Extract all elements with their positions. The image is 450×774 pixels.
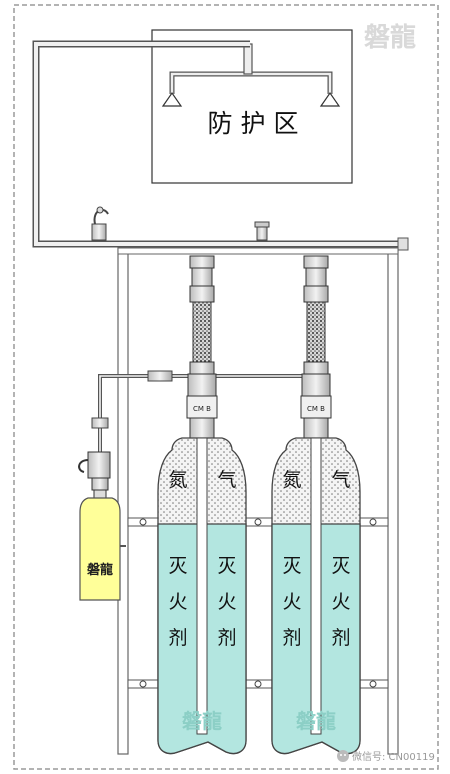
footer-credit-text: 微信号: CN00119 — [352, 750, 435, 763]
svg-text:CM B: CM B — [307, 405, 325, 413]
dip-tube-2 — [310, 437, 322, 735]
watermark-top: 磐龍 — [364, 22, 416, 53]
agent-label-1b-3: 剂 — [217, 627, 236, 649]
wechat-icon — [337, 750, 349, 762]
pilot-cylinder-label: 磐龍 — [87, 562, 113, 578]
flexible-hose-2 — [306, 301, 326, 363]
pressure-switch — [91, 206, 109, 241]
footer-credit: 微信号: CN00119 — [337, 750, 435, 763]
pilot-cylinder-body — [79, 497, 121, 601]
agent-label-2b-1: 灭 — [331, 555, 350, 577]
agent-label-1b-1: 灭 — [217, 555, 236, 577]
flexible-hose-1 — [192, 301, 212, 363]
agent-label-2a-1: 灭 — [282, 555, 301, 577]
pilot-cylinder-assembly: 磐龍 — [78, 451, 126, 601]
agent-label-1a-2: 火 — [168, 591, 187, 613]
nozzle-left — [161, 91, 183, 107]
agent-label-1a-3: 剂 — [168, 627, 187, 649]
cylinder-watermark-2: 磐龍 — [296, 709, 336, 733]
cylinder-watermark-1: 磐龍 — [182, 709, 222, 733]
solenoid-actuator — [87, 451, 111, 479]
agent-cylinder-1: CM B 氮 气 灭 火 剂 灭 火 剂 磐龍 — [157, 255, 247, 755]
gas-label-1b: 气 — [217, 469, 236, 491]
agent-label-1b-2: 火 — [217, 591, 236, 613]
container-valve-2 — [301, 373, 331, 397]
pilot-line — [91, 370, 318, 470]
frame-border — [13, 4, 439, 770]
container-valve-1 — [187, 373, 217, 397]
agent-label-2b-3: 剂 — [331, 627, 350, 649]
gas-label-1a: 氮 — [168, 469, 187, 491]
svg-text:CM B: CM B — [193, 405, 211, 413]
protected-zone-label: 防 护 区 — [208, 109, 299, 138]
protected-zone: 防 护 区 — [151, 29, 353, 184]
safety-valve — [254, 221, 270, 241]
agent-label-1a-1: 灭 — [168, 555, 187, 577]
agent-label-2a-3: 剂 — [282, 627, 301, 649]
nozzle-right — [319, 91, 341, 107]
agent-label-2b-2: 火 — [331, 591, 350, 613]
cylinder-rack — [117, 247, 399, 755]
agent-label-2a-2: 火 — [282, 591, 301, 613]
gas-label-2a: 氮 — [282, 469, 301, 491]
dip-tube-1 — [196, 437, 208, 735]
agent-cylinder-2: CM B 氮 气 灭 火 剂 灭 火 剂 磐龍 — [271, 255, 361, 755]
gas-label-2b: 气 — [331, 469, 350, 491]
distribution-pipe — [32, 40, 409, 251]
